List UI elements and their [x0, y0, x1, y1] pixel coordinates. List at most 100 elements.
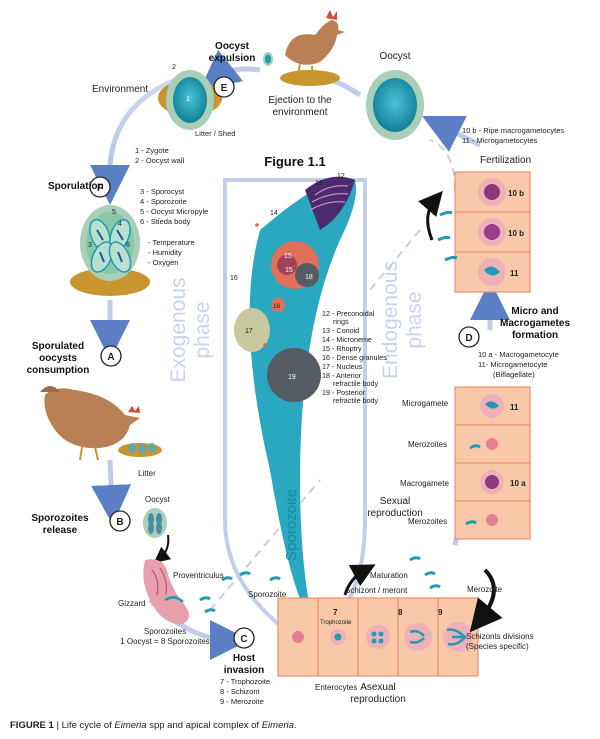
num-17: 17 [245, 328, 253, 335]
proventriculus-label: Proventriculus [173, 571, 224, 580]
svg-text:phase: phase [403, 291, 426, 348]
num-5: 5 [112, 209, 116, 216]
svg-text:7 - Trophozoite: 7 - Trophozoite [220, 677, 270, 686]
num-6: 6 [126, 242, 130, 249]
schizonts-div-label-2: (Species specific) [466, 642, 529, 651]
num-4: 4 [118, 221, 122, 228]
microgamete-label: Microgamete [402, 399, 449, 408]
svg-text:expulsion: expulsion [209, 53, 256, 64]
hen-eating [40, 386, 162, 461]
host-stages-legend: 7 - Trophozoite 8 - Schizont 9 - Merozoi… [220, 677, 270, 706]
svg-text:6 - Stieda body: 6 - Stieda body [140, 217, 191, 226]
num-11-top: 11 [510, 269, 519, 278]
merozoite-right-label: Merozoite [467, 585, 503, 594]
num-11-mid: 11 [510, 403, 519, 412]
merozoites-label-1: Merozoites [408, 440, 447, 449]
svg-text:- Humidity: - Humidity [148, 248, 182, 257]
num-9: 9 [438, 608, 443, 617]
svg-text:- Oxygen: - Oxygen [148, 258, 178, 267]
svg-text:Sporozoites: Sporozoites [31, 513, 89, 524]
svg-text:14 - Microneme: 14 - Microneme [322, 335, 372, 344]
maturation-label: Maturation [370, 571, 408, 580]
num-1: 1 [186, 96, 190, 103]
figure-caption: FIGURE 1 | Life cycle of Eimeria spp and… [10, 720, 297, 731]
svg-text:release: release [43, 525, 78, 536]
hen-top [263, 10, 345, 86]
svg-text:consumption: consumption [27, 365, 90, 376]
svg-text:15 - Rhoptry: 15 - Rhoptry [322, 344, 362, 353]
schizont-meront-label: Schizont / meront [345, 586, 408, 595]
svg-text:E: E [221, 83, 228, 94]
svg-text:Micro and: Micro and [511, 306, 558, 317]
svg-text:18 - Anterior: 18 - Anterior [322, 371, 362, 380]
svg-text:12 - Preconoidal: 12 - Preconoidal [322, 309, 375, 318]
step-A: A Sporulated oocysts consumption [27, 341, 122, 376]
svg-text:formation: formation [512, 330, 558, 341]
oocyst-top-right [366, 70, 424, 140]
asexual-label-1: Asexual [360, 682, 396, 693]
svg-text:A: A [107, 352, 114, 363]
svg-text:Macrogametes: Macrogametes [500, 318, 570, 329]
num-10b-2: 10 b [508, 229, 524, 238]
svg-text:3 - Sporocyst: 3 - Sporocyst [140, 187, 185, 196]
litter-label: Litter [138, 469, 156, 478]
apical-legend: 12 - Preconoidal rings 13 - Conoid 14 - … [322, 309, 387, 405]
num-16a: 16 [230, 275, 238, 282]
svg-text:2 - Oocyst wall: 2 - Oocyst wall [135, 156, 185, 165]
oocyst-mid-label: Oocyst [145, 495, 171, 504]
zygote-legend: 1 - Zygote 2 - Oocyst wall [135, 146, 185, 165]
svg-text:Sporulated: Sporulated [32, 341, 84, 352]
svg-text:(Biflagellate): (Biflagellate) [493, 370, 535, 379]
fertilization-label: Fertilization [480, 155, 531, 166]
svg-text:11 - Microgametocytes: 11 - Microgametocytes [462, 136, 538, 145]
enterocytes-label: Enterocytes [315, 683, 357, 692]
num-18: 18 [305, 274, 313, 281]
macrogamete-label: Macrogamete [400, 479, 449, 488]
svg-text:D: D [465, 333, 472, 344]
svg-text:19 - Posterior: 19 - Posterior [322, 388, 366, 397]
schizont-division-arrow [469, 568, 503, 633]
svg-text:Host: Host [233, 653, 256, 664]
svg-text:refractile body: refractile body [333, 379, 379, 388]
sporulated-oocyst [70, 205, 150, 296]
svg-text:13 - Conoid: 13 - Conoid [322, 326, 359, 335]
sporocyst-legend: 3 - Sporocyst 4 - Sporozoite 5 - Oocyst … [140, 187, 208, 226]
svg-text:Endogenous: Endogenous [379, 261, 402, 379]
maturation-arrow [343, 564, 376, 596]
num-10a: 10 a [510, 479, 526, 488]
trophozoite-label: Trophozoite [320, 620, 352, 626]
svg-text:10 a - Macrogametocyte: 10 a - Macrogametocyte [478, 350, 559, 359]
endogenous-phase-label: Endogenous phase [379, 261, 426, 379]
svg-text:Exogenous: Exogenous [167, 277, 190, 382]
sporozoite-big [234, 176, 356, 621]
gizzard-label: Gizzard [118, 599, 146, 608]
num-10b-1: 10 b [508, 189, 524, 198]
svg-text:phase: phase [191, 301, 214, 358]
svg-text:Oocyst: Oocyst [215, 41, 250, 52]
gamete-cells-top [437, 171, 531, 293]
svg-text:oocysts: oocysts [39, 353, 77, 364]
num-12: 12 [337, 173, 345, 180]
svg-text:refractile body: refractile body [333, 396, 379, 405]
num-13: 13 [315, 180, 323, 187]
sporozoite-small-label: Sporozoite [248, 590, 287, 599]
gizzard [143, 559, 189, 625]
ejection-label-1: Ejection to the [268, 95, 332, 106]
sporozoite-big-label: Sporozoite [283, 489, 300, 561]
merozoites-label-2: Merozoites [408, 517, 447, 526]
svg-text:F: F [97, 183, 103, 194]
sexual-label-2: reproduction [367, 508, 423, 519]
step-F: F Sporulation [48, 176, 111, 198]
step-D: D Micro and Macrogametes formation [458, 306, 570, 348]
svg-text:11- Microgametocyte: 11- Microgametocyte [478, 360, 547, 369]
svg-text:4 - Sporozoite: 4 - Sporozoite [140, 197, 187, 206]
svg-text:invasion: invasion [224, 665, 265, 676]
exogenous-phase-label: Exogenous phase [167, 277, 214, 382]
svg-text:17 - Nucleus: 17 - Nucleus [322, 362, 363, 371]
step-B: B Sporozoites release [31, 510, 131, 536]
step-C: C Host invasion [224, 627, 265, 676]
num-15a: 15 [284, 253, 292, 260]
asexual-label-2: reproduction [350, 694, 406, 705]
migrating-sporozoites [199, 556, 441, 614]
